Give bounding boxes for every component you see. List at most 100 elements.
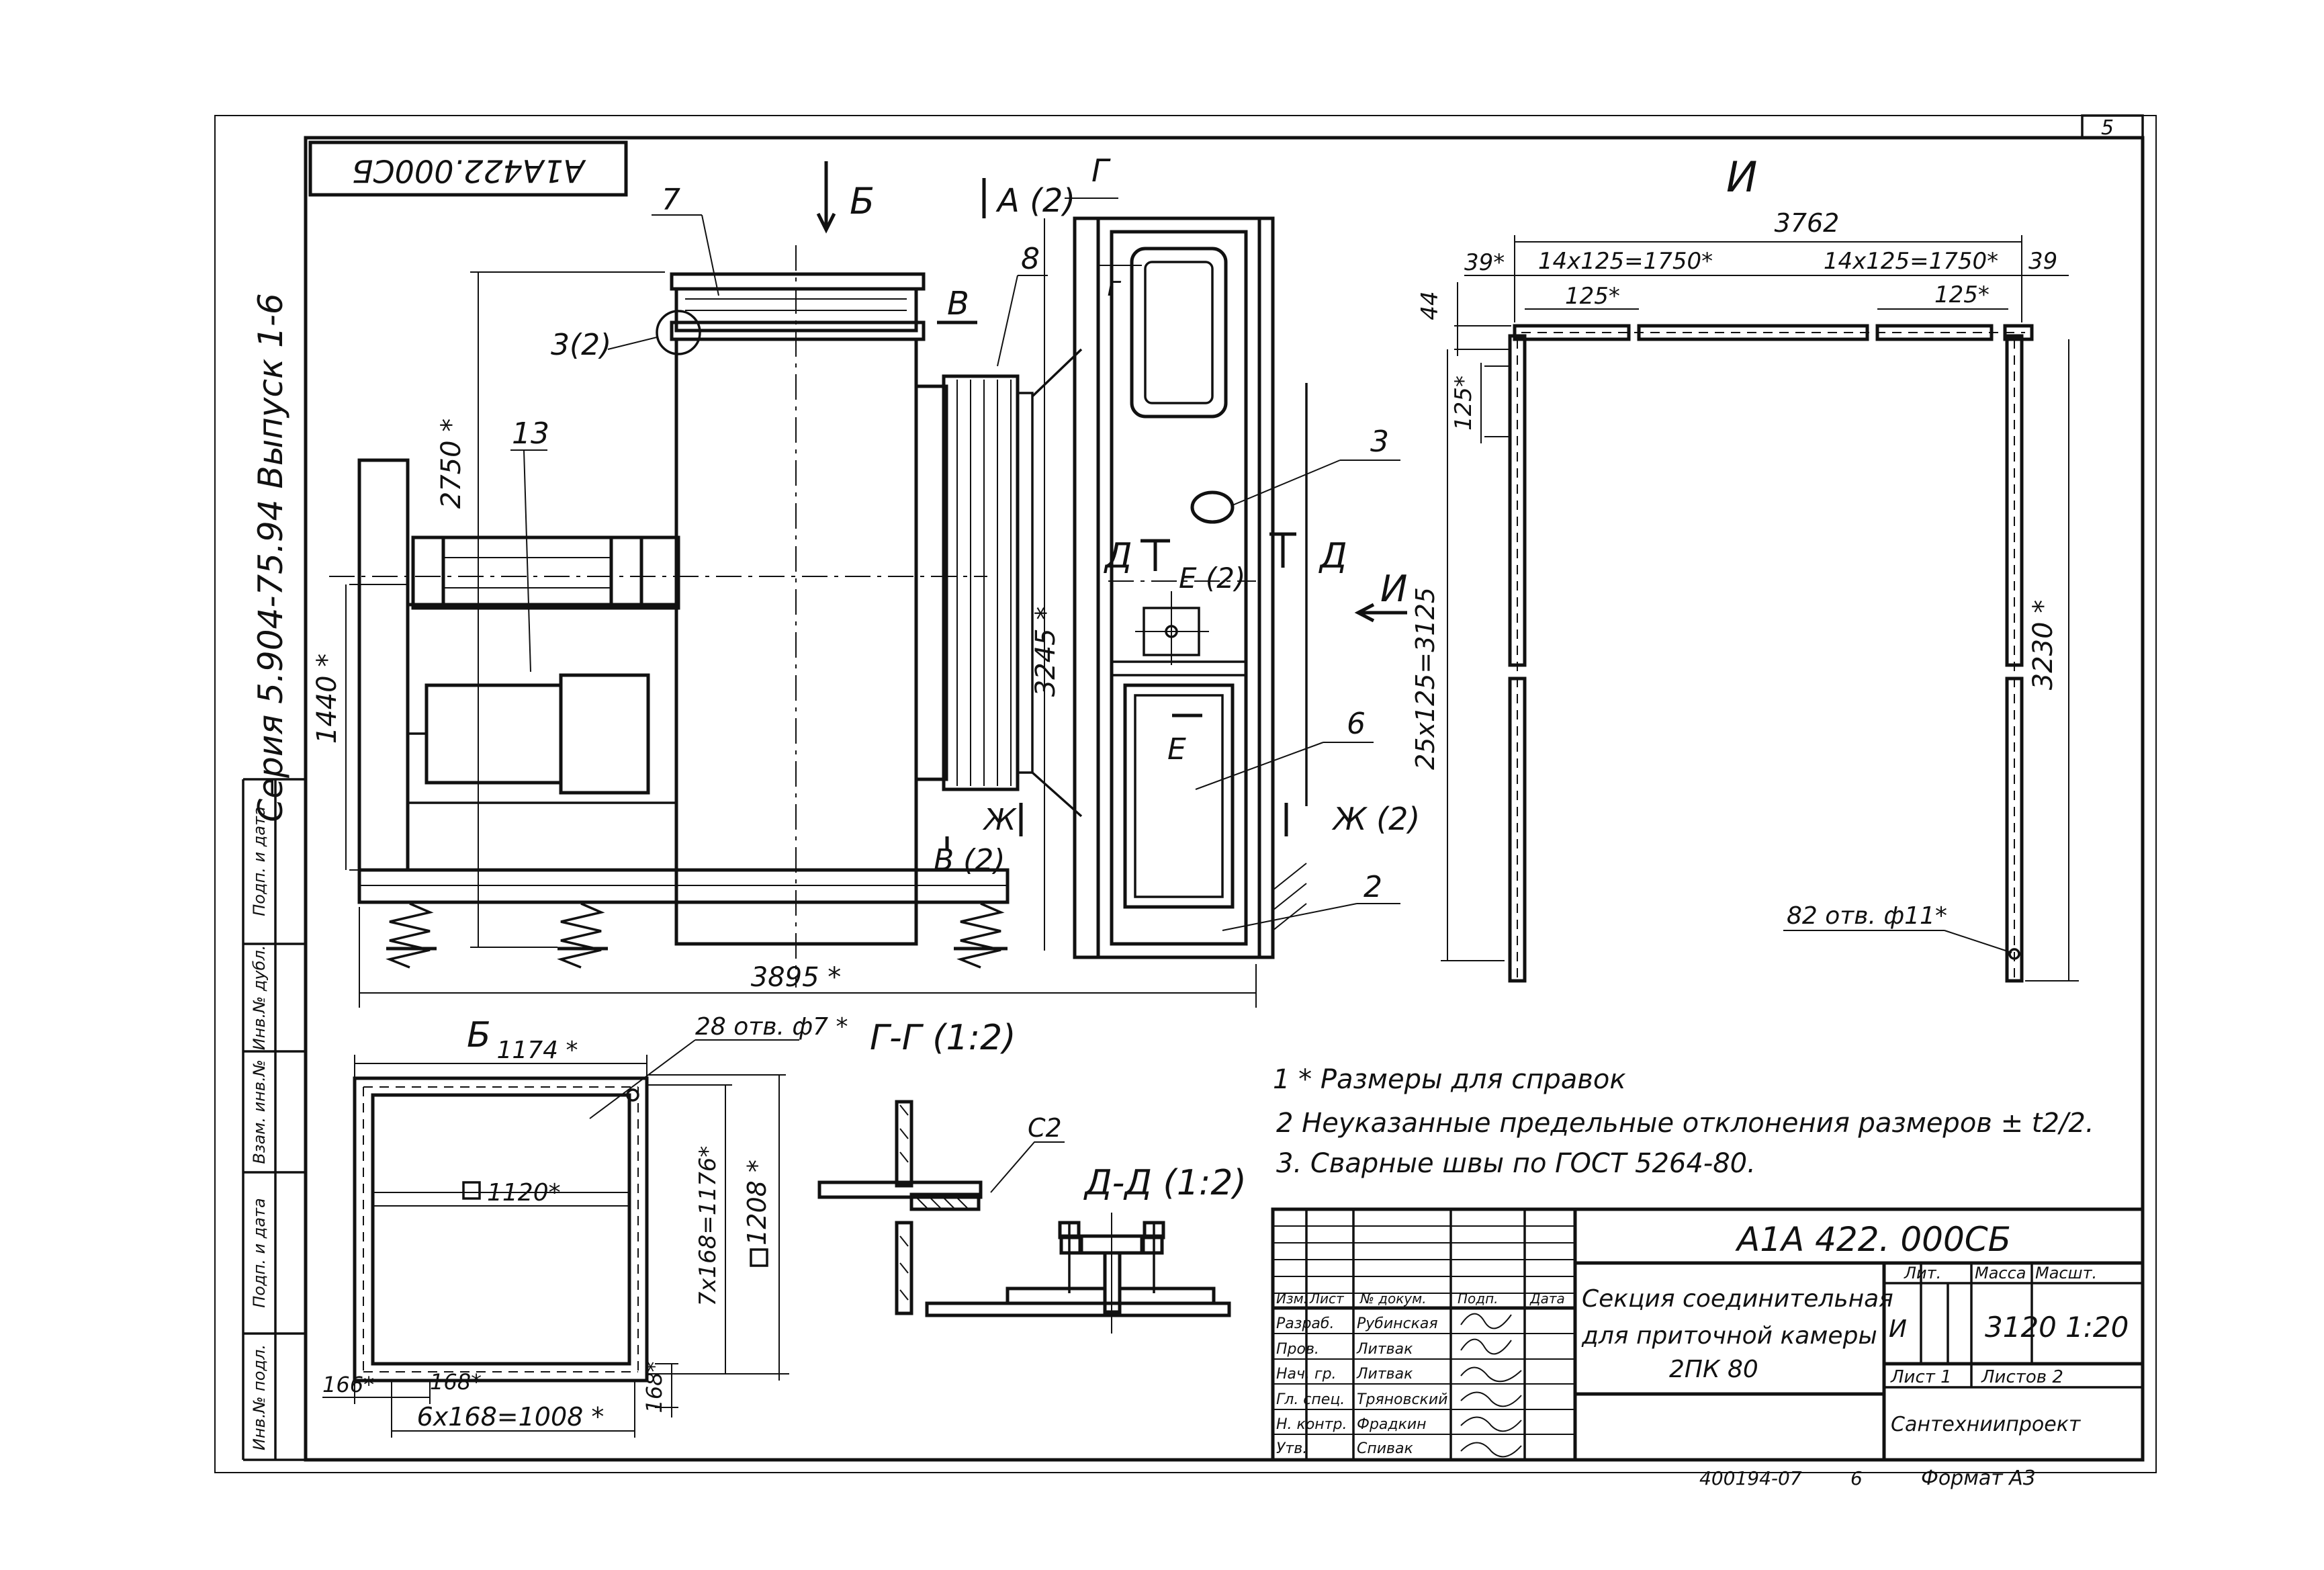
note-3: 3. Сварные швы по ГОСТ 5264-80. (1276, 1148, 1756, 1179)
marker-Zh2: Ж (2) (1331, 801, 1420, 837)
section-B-title: Б (467, 1015, 491, 1055)
section-GG: Г-Г (1:2) С2 (817, 1018, 1065, 1315)
section-B-dimensions: 1174 * 28 отв. ф7 * 1120* 7x168=1176* 12… (322, 1013, 848, 1438)
inner-frame (304, 136, 2145, 1462)
side-stamp: Подп. и дата Инв.№ дубл. Взам. инв.№ Под… (242, 778, 306, 1461)
rotated-code-box (308, 140, 628, 197)
tb-lit-header: Лит. (1904, 1264, 1941, 1282)
marker-G: Г (1091, 152, 1111, 189)
marker-B: Б (850, 180, 875, 222)
main-view-markers: Б А (2) Г г В Д Е (2) Д И Е Ж В (2) Ж (2… (510, 152, 1420, 931)
dim-168-vert: 168* (641, 1361, 667, 1413)
dim-2750: 2750 * (436, 419, 467, 509)
marker-V: В (947, 285, 969, 322)
tb-name-line-2: для приточной камеры (1581, 1322, 1877, 1350)
tb-name-1: Рубинская (1357, 1315, 1438, 1332)
dim-44: 44 (1417, 291, 1443, 320)
tb-header-list: Лист (1309, 1291, 1345, 1307)
title-block: Изм. Лист № докум. Подп. Дата Разраб. Ру… (1271, 1207, 2145, 1490)
tb-scale-value: 1:20 (2065, 1311, 2129, 1344)
marker-g-small: г (1107, 271, 1122, 302)
outer-border (214, 115, 2157, 1473)
dim-3230: 3230 * (2028, 600, 2059, 691)
marker-D-right: Д (1319, 536, 1347, 576)
weld-mark: С2 (1028, 1113, 1062, 1143)
note-1: 1 * Размеры для справок (1273, 1064, 1626, 1095)
tb-mass-value: 3120 (1985, 1311, 2057, 1344)
tb-role-6: Утв. (1276, 1440, 1307, 1457)
dim-25x125: 25x125=3125 (1411, 587, 1440, 770)
dim-125-left: 125* (1565, 283, 1620, 310)
rotated-doc-code: А1А422.000СБ (352, 153, 586, 189)
tb-name-line-1: Секция соединительная (1582, 1285, 1893, 1313)
stamp-cell-1: Подп. и дата (250, 806, 269, 916)
page-number: 5 (2101, 116, 2114, 140)
tb-header-doc: № докум. (1359, 1291, 1427, 1307)
marker-I: И (1380, 568, 1407, 610)
dim-39b: 39 (2028, 248, 2057, 275)
main-view (329, 216, 1308, 988)
tb-format: Формат А3 (1921, 1467, 2036, 1490)
section-B: Б (353, 1015, 768, 1383)
holes-82: 82 отв. ф11* (1787, 902, 1947, 930)
tb-name-line-3: 2ПК 80 (1669, 1356, 1758, 1383)
callout-2: 2 (1364, 870, 1382, 904)
marker-E2: Е (2) (1179, 562, 1245, 595)
dim-3762: 3762 (1775, 208, 1840, 238)
series-label: Серия 5.904-75.94 Выпуск 1-6 (251, 293, 290, 822)
stamp-cell-2: Инв.№ дубл. (250, 945, 269, 1051)
tb-footer-sheet: 6 (1850, 1467, 1863, 1489)
dim-168-bottom: 168* (430, 1369, 482, 1395)
tb-designation: А1А 422. 000СБ (1735, 1220, 2011, 1259)
dim-1440: 1440 * (312, 654, 343, 744)
marker-E-small: Е (1167, 732, 1186, 767)
tb-header-sign: Подп. (1458, 1291, 1499, 1307)
dim-6x168: 6x168=1008 * (417, 1402, 605, 1432)
view-I-title: И (1726, 152, 1757, 202)
dim-125-vert: 125* (1450, 376, 1477, 431)
note-2: 2 Неуказанные предельные отклонения разм… (1276, 1108, 2094, 1139)
tb-name-5: Фрадкин (1357, 1416, 1427, 1433)
view-I: И (1508, 152, 2034, 983)
shaft-bearings (411, 535, 680, 610)
tb-role-5: Н. контр. (1276, 1416, 1347, 1433)
callout-7: 7 (662, 183, 680, 217)
tb-lit-value: И (1889, 1315, 1907, 1343)
marker-Zh: Ж (982, 803, 1017, 837)
tb-scale-header: Масшт. (2035, 1264, 2097, 1282)
marker-D-left: Д (1104, 536, 1132, 576)
dim-7x168: 7x168=1176* (695, 1146, 721, 1307)
tb-role-4: Гл. спец. (1276, 1391, 1345, 1408)
tb-footer-number: 400194-07 (1699, 1467, 1802, 1489)
stamp-cell-5: Инв.№ подл. (250, 1344, 269, 1450)
tb-name-3: Литвак (1356, 1366, 1413, 1383)
dim-39a: 39* (1464, 249, 1505, 276)
tb-mass-header: Масса (1975, 1264, 2026, 1282)
dim-166: 166* (322, 1372, 374, 1397)
marker-V2: В (2) (934, 843, 1005, 877)
dim-125-right: 125* (1934, 281, 1990, 308)
dim-1174: 1174 * (496, 1037, 578, 1064)
motor (406, 673, 650, 795)
spring-mounts (386, 902, 1008, 969)
tb-header-izm: Изм. (1276, 1291, 1308, 1307)
dim-1120: 1120* (487, 1179, 561, 1207)
tb-name-4: Тряновский (1357, 1391, 1447, 1408)
callout-3-2: 3(2) (551, 328, 611, 362)
dim-14x125-right: 14x125=1750* (1824, 248, 1998, 275)
tb-name-6: Спивак (1357, 1440, 1413, 1457)
tb-role-3: Нач. гр. (1276, 1366, 1337, 1383)
tb-role-1: Разраб. (1276, 1315, 1334, 1332)
view-I-dimensions: 3762 39* 14x125=1750* 14x125=1750* 39 12… (1411, 208, 2079, 982)
callout-8: 8 (1021, 242, 1040, 276)
callout-13: 13 (512, 417, 549, 451)
impeller (914, 348, 1083, 818)
section-GG-title: Г-Г (1:2) (870, 1018, 1016, 1058)
dim-1208: 1208 * (742, 1160, 772, 1246)
callout-6: 6 (1347, 707, 1366, 741)
dim-14x125-left: 14x125=1750* (1538, 248, 1713, 275)
stamp-cell-4: Подп. и дата (250, 1198, 269, 1308)
stamp-cell-3: Взам. инв.№ (250, 1059, 269, 1164)
tb-sheet: Лист 1 (1890, 1367, 1952, 1387)
